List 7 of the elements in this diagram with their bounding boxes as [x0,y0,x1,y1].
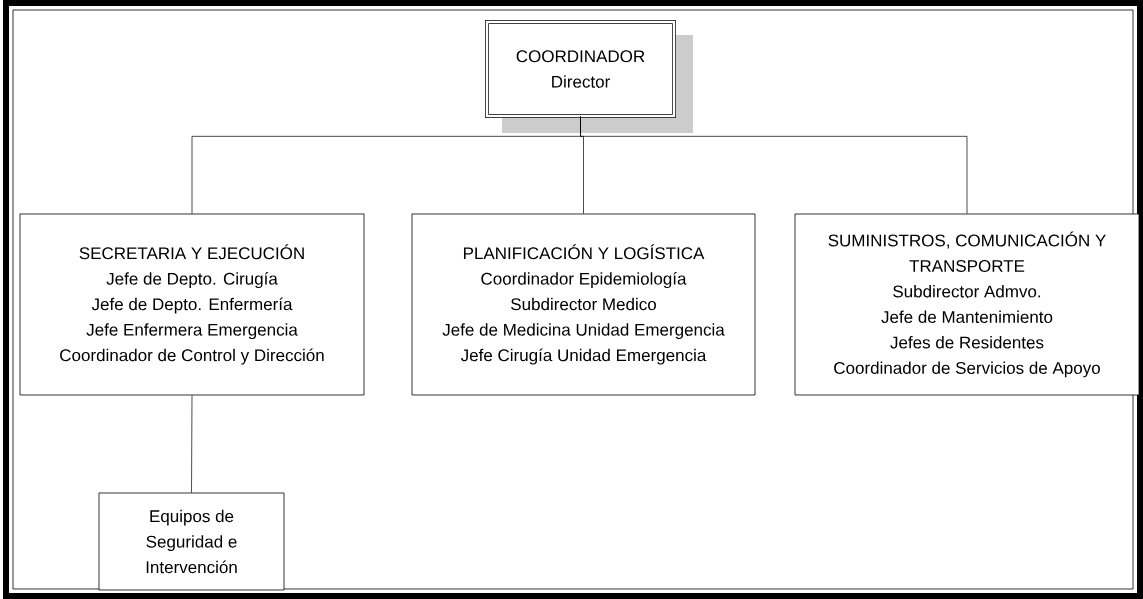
connector-line [191,395,193,493]
connector-line [580,116,968,214]
title-box: COORDINADOR Director [485,20,693,133]
unit-box: SUMINISTROS, COMUNICACIÓN Y TRANSPORTE Subdirector Admvo. Jefe de Mantenimiento Jefes de Residentes Coordinador de Servicios de Apoyo [794,213,1140,396]
unit-box: SECRETARIA Y EJECUCIÓN Jefe de Depto. Cirugía Jefe de Depto. Enfermería Jefe Enfermera Emergencia Coordinador de Control y Dirección [19,213,365,396]
unit-box: PLANIFICACIÓN Y LOGÍSTICA Coordinador Epidemiología Subdirector Medico Jefe de Medicina Unidad Emergencia Jefe Cirugía Unidad Emergencia [411,213,756,396]
unit-box: Equipos de Seguridad e Intervención [98,492,285,591]
